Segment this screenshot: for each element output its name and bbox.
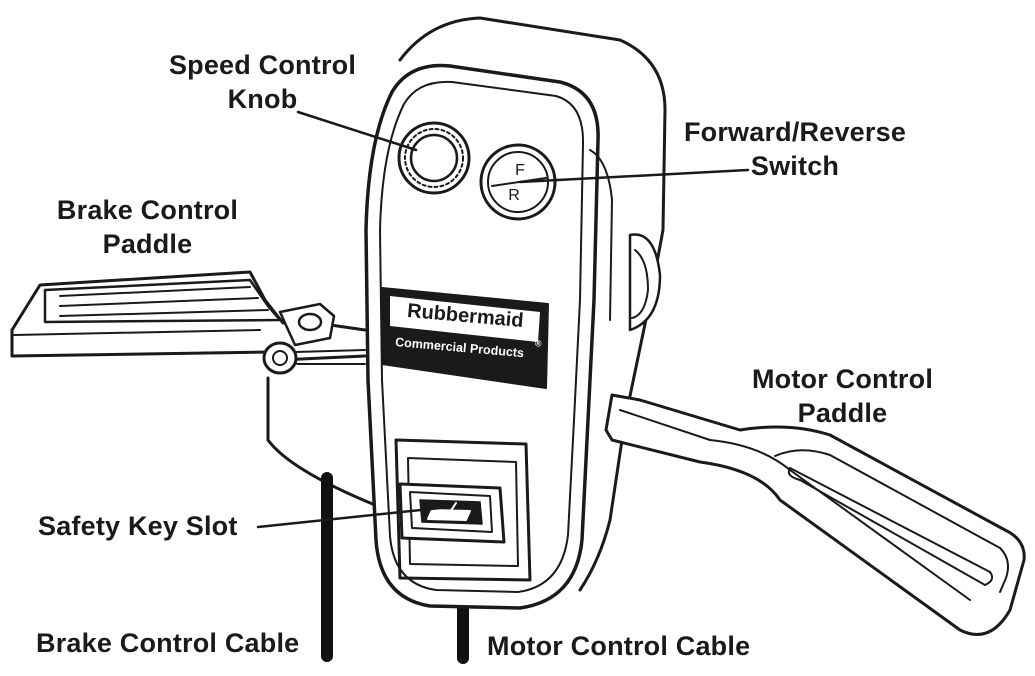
brake-control-cable-label: Brake Control Cable — [36, 628, 300, 658]
speed-control-knob-label: Speed Control Knob — [150, 48, 375, 116]
motor-control-paddle-label: Motor Control Paddle — [730, 362, 955, 430]
motor-control-cable-label: Motor Control Cable — [487, 631, 751, 661]
motor-control-paddle-label-line1: Motor Control — [751, 364, 934, 394]
safety-key-slot-label: Safety Key Slot — [38, 511, 238, 541]
motor-control-paddle — [604, 393, 1026, 636]
logo-registered: ® — [534, 338, 542, 349]
safety-key-icon — [427, 502, 471, 521]
motor-control-paddle-label-line2: Paddle — [797, 398, 888, 428]
lower-housing — [266, 376, 377, 507]
speed-knob-leader — [296, 110, 418, 152]
logo-plate — [381, 287, 549, 389]
speed-control-knob-icon — [397, 121, 471, 195]
brake-control-paddle-label: Brake Control Paddle — [40, 193, 255, 261]
safety-key-leader — [256, 506, 442, 529]
speed-control-knob-label-line2: Knob — [227, 84, 298, 114]
forward-reverse-switch-label-line2: Switch — [750, 151, 840, 181]
fr-switch-leader — [518, 168, 750, 184]
speed-control-knob-label-line1: Speed Control — [168, 50, 357, 80]
brake-control-paddle-label-line1: Brake Control — [56, 195, 239, 225]
forward-reverse-switch-label-line1: Forward/Reverse — [683, 117, 907, 147]
brake-control-paddle — [10, 270, 367, 375]
forward-reverse-switch-label: Forward/Reverse Switch — [660, 115, 930, 183]
switch-forward-letter: F — [515, 162, 525, 179]
brake-control-paddle-label-line2: Paddle — [102, 229, 193, 259]
switch-reverse-letter: R — [508, 187, 520, 204]
leader-lines — [256, 110, 750, 529]
safety-key-slot — [394, 438, 532, 582]
forward-reverse-switch-icon — [479, 143, 557, 221]
